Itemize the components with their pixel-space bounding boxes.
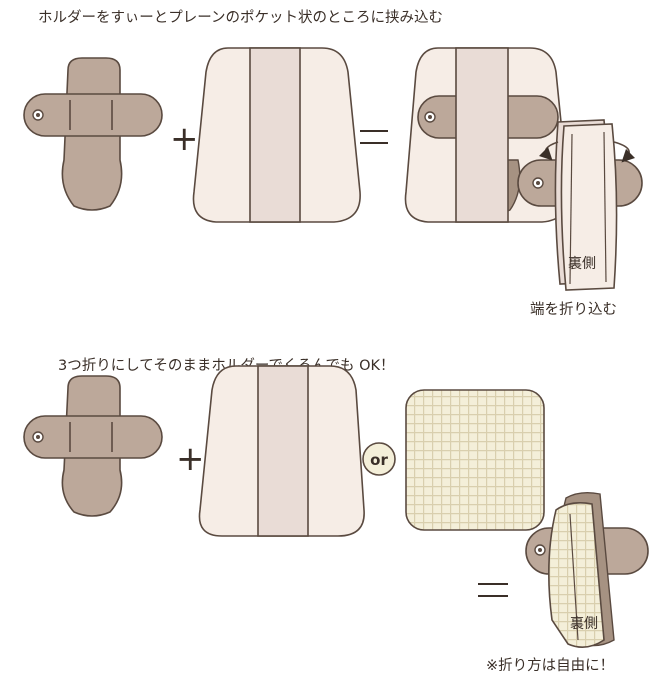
or-badge-label: or — [370, 451, 388, 469]
snap-button-icon — [32, 109, 44, 121]
folded-result-2: 裏側 — [525, 491, 649, 648]
note-free-folding: ※折り方は自由に！ — [486, 658, 615, 674]
fold-arrow-icon — [538, 141, 559, 161]
note-fold-edges: 端を折り込む — [530, 302, 617, 318]
holder-illustration-2 — [23, 375, 163, 517]
plus-sign-icon: + — [176, 439, 205, 479]
holder-illustration-1 — [23, 57, 163, 211]
sheet-illustration-2 — [198, 365, 365, 537]
equals-sign-icon — [360, 130, 388, 144]
folded-result-1: 裏側 — [517, 119, 643, 291]
gauze-cloth-illustration — [405, 389, 545, 531]
heading-section1: ホルダーをすぃーとプレーンのポケット状のところに挟み込む — [38, 10, 443, 26]
sheet-illustration-1 — [192, 47, 361, 223]
back-side-label-2: 裏側 — [570, 615, 598, 632]
fold-arrow-icon — [613, 141, 636, 163]
back-side-label-1: 裏側 — [568, 255, 596, 272]
equals-sign-icon — [478, 583, 508, 597]
plus-sign-icon: + — [170, 119, 199, 159]
or-badge: or — [362, 442, 396, 476]
